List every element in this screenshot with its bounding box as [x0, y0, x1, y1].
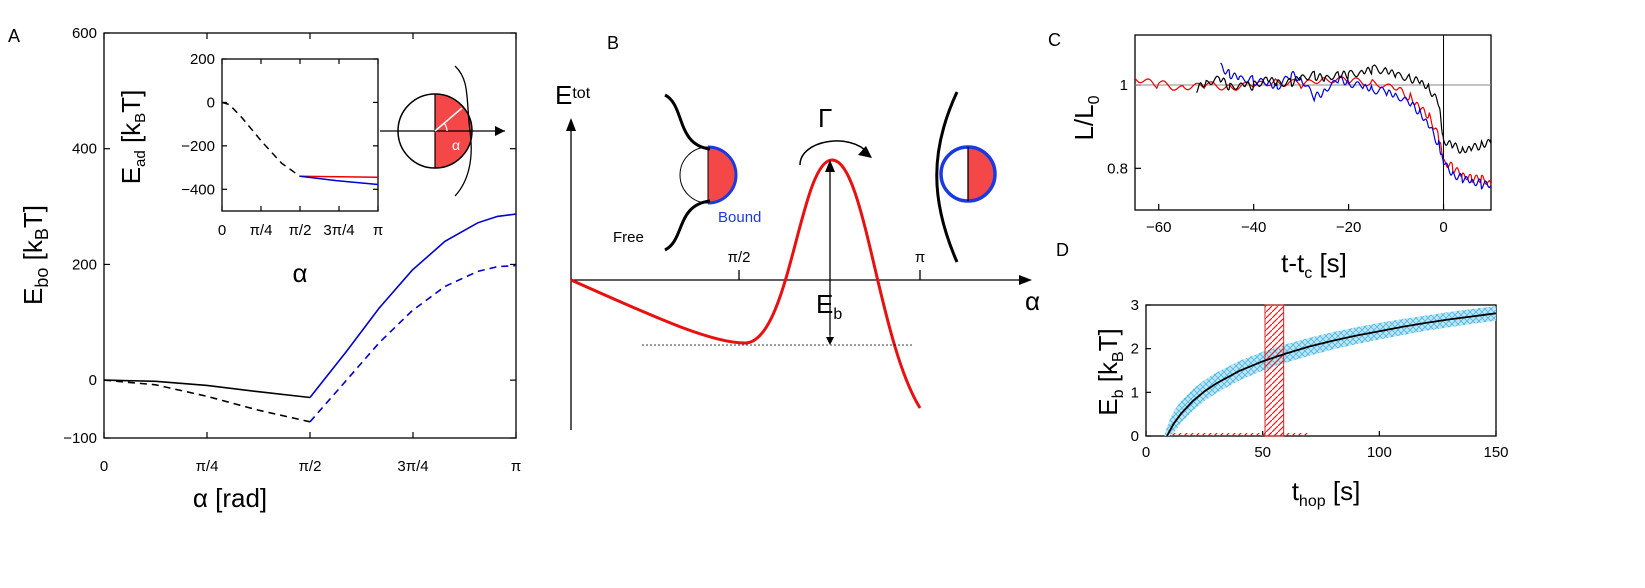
panel-a-ytick-label: −100 — [63, 430, 97, 447]
panel-c-trace — [1196, 64, 1492, 154]
panel-d-ticks: 0 50 100 150 0 1 2 3 — [1131, 297, 1509, 461]
inset-frame — [221, 58, 379, 212]
panel-a-xtick-label: π/2 — [299, 458, 322, 475]
panel-c-label: C — [1048, 30, 1061, 50]
inset-series-line — [221, 101, 301, 177]
panel-c-ylabel: L/L0 — [1069, 95, 1103, 140]
panel-c-ticks: −60 −40 −20 0 0.8 1 — [1107, 77, 1448, 236]
panel-c-xtick-label: −60 — [1146, 219, 1171, 236]
panel-c: C −60 −40 −20 0 0.8 1 t-tc [s] L/L0 — [1048, 30, 1492, 282]
panel-a-xtick-label: 0 — [100, 458, 108, 475]
panel-b-right-schematic — [935, 91, 997, 263]
panel-b: B π/2 π Etot α Eb Γ — [555, 33, 1040, 430]
schematic-arrow-icon — [495, 126, 505, 136]
panel-a-xtick-label: π — [511, 458, 521, 475]
panel-c-ytick-label: 1 — [1120, 77, 1128, 94]
panel-a-ylabel: Ebo [kBT] — [18, 205, 52, 305]
panel-c-trace — [1134, 75, 1492, 186]
panel-c-xlabel: t-tc [s] — [1281, 248, 1347, 282]
inset-xtick-label: π — [373, 222, 383, 239]
panel-a-xtick-label: 3π/4 — [397, 458, 428, 475]
panel-d-vertical-band — [1264, 304, 1285, 437]
panel-c-series — [1134, 35, 1492, 210]
panel-c-trace — [1220, 62, 1492, 190]
panel-b-gamma-arrow-icon — [858, 146, 872, 158]
panel-d-xtick-label: 150 — [1483, 444, 1508, 461]
inset-xtick-label: 0 — [218, 222, 226, 239]
inset-xtick-label: 3π/4 — [323, 222, 354, 239]
panel-a-series-line — [103, 379, 311, 399]
panel-d-ytick-label: 3 — [1131, 297, 1139, 314]
panel-d-ytick-label: 2 — [1131, 341, 1139, 358]
panel-c-frame — [1134, 34, 1492, 211]
panel-b-tick-pi2: π/2 — [728, 249, 751, 266]
panel-a-ytick-label: 400 — [72, 141, 97, 158]
panel-d-ylabel: Eb [kBT] — [1093, 328, 1127, 415]
inset-series-line — [299, 175, 379, 186]
panel-a-label: A — [8, 26, 20, 46]
panel-d-xtick-label: 50 — [1254, 444, 1271, 461]
inset-series-line — [299, 175, 379, 179]
panel-b-barrier-arrow-icon — [825, 160, 835, 172]
inset-ytick-label: −200 — [181, 138, 215, 155]
panel-a-schematic: α — [380, 65, 505, 197]
inset-ytick-label: −400 — [181, 181, 215, 198]
panel-b-ylabel: Etot — [555, 80, 591, 110]
panel-d-xtick-label: 0 — [1142, 444, 1150, 461]
panel-a-xlabel: α [rad] — [193, 483, 267, 513]
panel-d-xlabel: thop [s] — [1292, 476, 1361, 510]
panel-d-horizontal-band — [1167, 433, 1310, 436]
panel-a-series — [103, 213, 517, 423]
panel-b-x-arrow-icon — [1019, 275, 1032, 285]
inset-axes — [221, 58, 379, 212]
panel-b-y-arrow-icon — [566, 118, 576, 131]
schematic-alpha-label: α — [452, 137, 460, 153]
panel-d-series — [1166, 312, 1497, 437]
panel-c-xtick-label: −40 — [1241, 219, 1266, 236]
panel-c-xtick-label: 0 — [1439, 219, 1447, 236]
inset-xlabel: α — [292, 258, 307, 288]
panel-c-ytick-label: 0.8 — [1107, 160, 1128, 177]
panel-a-series-line — [103, 379, 311, 423]
panel-d-xtick-label: 100 — [1367, 444, 1392, 461]
panel-a-series-line — [309, 213, 517, 398]
panel-a-ytick-label: 200 — [72, 256, 97, 273]
panel-d-frame — [1145, 304, 1497, 437]
panel-b-label: B — [607, 33, 619, 53]
panel-b-tick-pi: π — [915, 249, 925, 266]
panel-a-ytick-label: 600 — [72, 25, 97, 42]
inset-ytick-label: 0 — [207, 94, 215, 111]
panel-d: D 0 50 100 150 0 1 2 3 thop [s] Eb [kBT] — [1056, 240, 1509, 510]
panel-a-series-line — [309, 264, 517, 423]
panel-b-free-label: Free — [613, 229, 644, 246]
panel-b-left-schematic: Free Bound — [613, 93, 761, 252]
panel-d-confidence-band — [1164, 306, 1496, 436]
panel-d-fit-curve — [1166, 312, 1497, 437]
panel-b-energy-curve — [570, 158, 922, 409]
inset-ylabel: Ead [kBT] — [116, 90, 149, 185]
inset-xtick-label: π/4 — [250, 222, 273, 239]
panel-a-ytick-label: 0 — [89, 372, 97, 389]
panel-c-xtick-label: −20 — [1336, 219, 1361, 236]
panel-b-bound-label: Bound — [718, 209, 761, 226]
inset-ticks: 0 π/4 π/2 3π/4 π −400 −200 0 200 — [181, 51, 383, 239]
panel-b-gamma-label: Γ — [818, 103, 832, 133]
inset-xtick-label: π/2 — [289, 222, 312, 239]
panel-d-ytick-label: 1 — [1131, 384, 1139, 401]
panel-d-ytick-label: 0 — [1131, 428, 1139, 445]
inset-series — [221, 101, 379, 186]
panel-d-label: D — [1056, 240, 1069, 260]
panel-c-axes — [1134, 34, 1492, 211]
panel-d-band — [1164, 304, 1496, 437]
panel-a-xtick-label: π/4 — [196, 458, 219, 475]
panel-b-eb-label: Eb — [816, 289, 842, 323]
panel-b-gamma-arrow — [799, 140, 869, 166]
inset-ytick-label: 200 — [190, 51, 215, 68]
panel-b-xlabel: α — [1025, 286, 1040, 316]
